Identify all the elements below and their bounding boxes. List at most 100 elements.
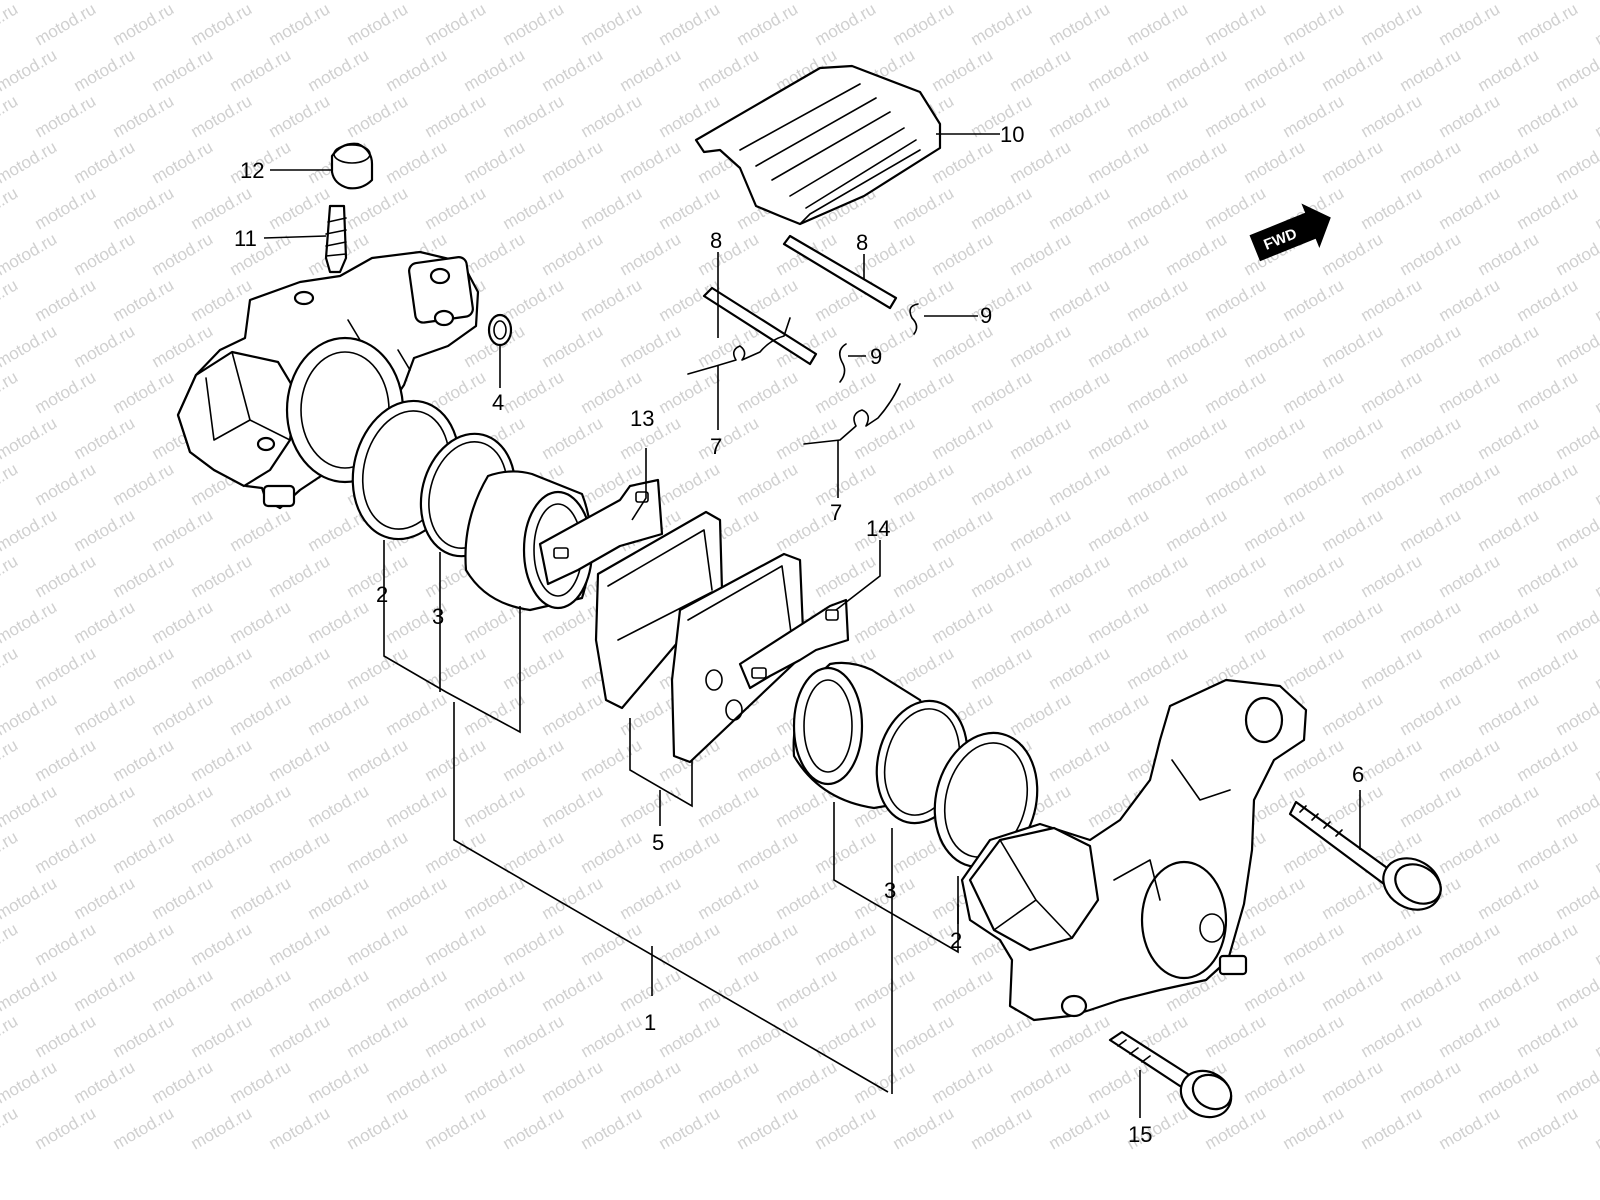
bleeder-cap — [330, 142, 374, 190]
watermark-text: motod.ru — [1280, 367, 1348, 417]
watermark-text: motod.ru — [1592, 459, 1600, 509]
watermark-text: motod.ru — [0, 689, 60, 739]
watermark-text: motod.ru — [32, 551, 100, 601]
watermark-text: motod.ru — [617, 229, 685, 279]
watermark-text: motod.ru — [1280, 459, 1348, 509]
callout-9-upper: 9 — [980, 303, 992, 328]
watermark-text: motod.ru — [461, 965, 529, 1015]
watermark-text: motod.ru — [71, 873, 139, 923]
watermark-text: motod.ru — [1358, 551, 1426, 601]
watermark-text: motod.ru — [188, 735, 256, 785]
watermark-text: motod.ru — [1241, 413, 1309, 463]
watermark-text: motod.ru — [149, 505, 217, 555]
watermark-text: motod.ru — [1085, 45, 1153, 95]
watermark-text: motod.ru — [227, 505, 295, 555]
watermark-text: motod.ru — [1280, 1011, 1348, 1061]
watermark-text: motod.ru — [1085, 597, 1153, 647]
watermark-text: motod.ru — [1007, 505, 1075, 555]
watermark-text: motod.ru — [890, 1011, 958, 1061]
watermark-text: motod.ru — [1553, 873, 1600, 923]
callout-8-right: 8 — [856, 230, 868, 255]
watermark-text: motod.ru — [1319, 965, 1387, 1015]
watermark-text: motod.ru — [1124, 91, 1192, 141]
watermark-text: motod.ru — [1241, 321, 1309, 371]
watermark-text: motod.ru — [344, 643, 412, 693]
watermark-text: motod.ru — [851, 1057, 919, 1107]
watermark-text: motod.ru — [656, 827, 724, 877]
watermark-text: motod.ru — [110, 367, 178, 417]
watermark-text: motod.ru — [266, 919, 334, 969]
watermark-text: motod.ru — [0, 459, 21, 509]
watermark-text: motod.ru — [1202, 1011, 1270, 1061]
watermark-text: motod.ru — [1358, 367, 1426, 417]
watermark-text: motod.ru — [812, 1103, 880, 1153]
watermark-text: motod.ru — [968, 1011, 1036, 1061]
watermark-text: motod.ru — [305, 689, 373, 739]
watermark-text: motod.ru — [1007, 0, 1075, 3]
watermark-text: motod.ru — [1514, 0, 1582, 49]
pad-spring-upper — [687, 317, 791, 375]
watermark-text: motod.ru — [1046, 1103, 1114, 1153]
watermark-text: motod.ru — [1241, 45, 1309, 95]
watermark-text: motod.ru — [929, 321, 997, 371]
watermark-text: motod.ru — [266, 183, 334, 233]
watermark-text: motod.ru — [110, 0, 178, 49]
callout-11: 11 — [234, 226, 257, 251]
watermark-text: motod.ru — [1124, 643, 1192, 693]
watermark-text: motod.ru — [188, 919, 256, 969]
watermark-text: motod.ru — [539, 1057, 607, 1107]
watermark-text: motod.ru — [500, 91, 568, 141]
watermark-text: motod.ru — [1319, 873, 1387, 923]
watermark-text: motod.ru — [266, 735, 334, 785]
watermark-text: motod.ru — [578, 275, 646, 325]
watermark-text: motod.ru — [500, 367, 568, 417]
watermark-text: motod.ru — [305, 965, 373, 1015]
watermark-text: motod.ru — [227, 965, 295, 1015]
watermark-text: motod.ru — [1475, 45, 1543, 95]
watermark-text: motod.ru — [1592, 1011, 1600, 1061]
watermark-text: motod.ru — [1436, 91, 1504, 141]
watermark-text: motod.ru — [1475, 505, 1543, 555]
watermark-text: motod.ru — [1085, 321, 1153, 371]
watermark-text: motod.ru — [1124, 551, 1192, 601]
watermark-text: motod.ru — [1553, 689, 1600, 739]
watermark-text: motod.ru — [500, 643, 568, 693]
watermark-text: motod.ru — [812, 0, 880, 49]
watermark-text: motod.ru — [500, 0, 568, 49]
watermark-text: motod.ru — [695, 321, 763, 371]
watermark-text: motod.ru — [1124, 459, 1192, 509]
watermark-text: motod.ru — [71, 413, 139, 463]
watermark-text: motod.ru — [266, 551, 334, 601]
watermark-text: motod.ru — [0, 275, 21, 325]
watermark-text: motod.ru — [71, 781, 139, 831]
watermark-text: motod.ru — [1436, 459, 1504, 509]
callout-2-right: 2 — [950, 928, 962, 953]
watermark-text: motod.ru — [110, 551, 178, 601]
watermark-text: motod.ru — [149, 229, 217, 279]
watermark-text: motod.ru — [1046, 183, 1114, 233]
watermark-text: motod.ru — [539, 321, 607, 371]
watermark-text: motod.ru — [1280, 919, 1348, 969]
watermark-text: motod.ru — [0, 919, 21, 969]
watermark-text: motod.ru — [188, 275, 256, 325]
watermark-text: motod.ru — [305, 873, 373, 923]
watermark-text: motod.ru — [71, 45, 139, 95]
pin-clip-lower — [838, 343, 847, 383]
pad-cover — [694, 64, 942, 226]
callout-15: 15 — [1128, 1122, 1152, 1147]
watermark-text: motod.ru — [383, 1057, 451, 1107]
arrow-right-icon — [1249, 203, 1331, 262]
watermark-text: motod.ru — [344, 183, 412, 233]
watermark-text: motod.ru — [344, 735, 412, 785]
watermark-text: motod.ru — [1553, 597, 1600, 647]
watermark-text: motod.ru — [1046, 0, 1114, 49]
watermark-text: motod.ru — [149, 689, 217, 739]
watermark-text: motod.ru — [0, 321, 60, 371]
watermark-text: motod.ru — [890, 0, 958, 49]
watermark-text: motod.ru — [422, 827, 490, 877]
watermark-text: motod.ru — [1163, 505, 1231, 555]
watermark-text: motod.ru — [461, 0, 529, 3]
watermark-text: motod.ru — [1046, 735, 1114, 785]
watermark-text: motod.ru — [110, 275, 178, 325]
watermark-text: motod.ru — [578, 827, 646, 877]
